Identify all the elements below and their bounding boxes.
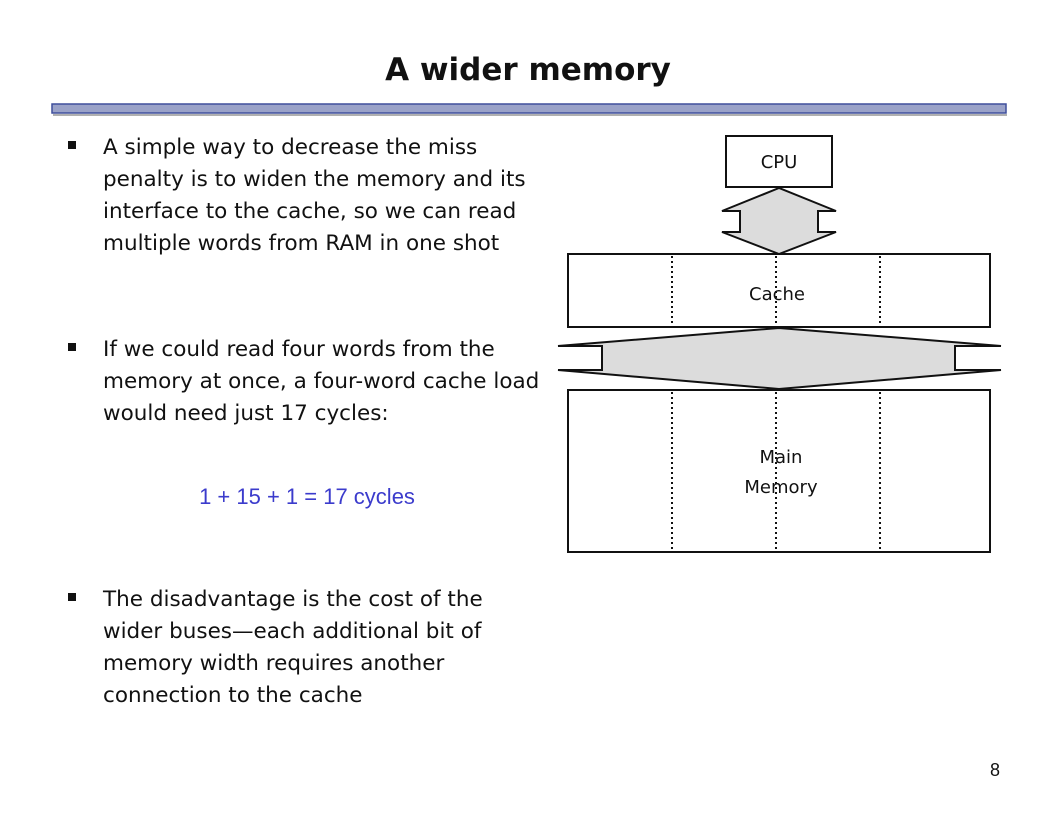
cache-memory-bus: [557, 326, 1002, 391]
main-memory-box: [567, 389, 991, 553]
bullet-text: The disadvantage is the cost of the wide…: [103, 587, 483, 708]
page-number: 8: [989, 760, 1000, 780]
bullet-item: The disadvantage is the cost of the wide…: [68, 584, 548, 712]
title-rule: [51, 103, 1007, 116]
bullet-marker: [68, 593, 76, 601]
bullet-item: If we could read four words from the mem…: [68, 334, 548, 430]
bullet-marker: [68, 343, 76, 351]
slide-title: A wider memory: [385, 52, 671, 88]
cpu-cache-bus: [721, 186, 837, 256]
bullet-item: A simple way to decrease the miss penalt…: [68, 132, 548, 260]
memory-label-line2: Memory: [744, 477, 818, 498]
memory-label-line1: Main: [760, 447, 803, 468]
cache-box: [567, 253, 991, 328]
cache-label: Cache: [749, 284, 805, 305]
bullet-text: A simple way to decrease the miss penalt…: [103, 135, 526, 256]
cycle-formula: 1 + 15 + 1 = 17 cycles: [199, 484, 415, 509]
bullet-marker: [68, 141, 76, 149]
bullet-text: If we could read four words from the mem…: [103, 337, 540, 426]
cpu-label: CPU: [761, 152, 798, 173]
